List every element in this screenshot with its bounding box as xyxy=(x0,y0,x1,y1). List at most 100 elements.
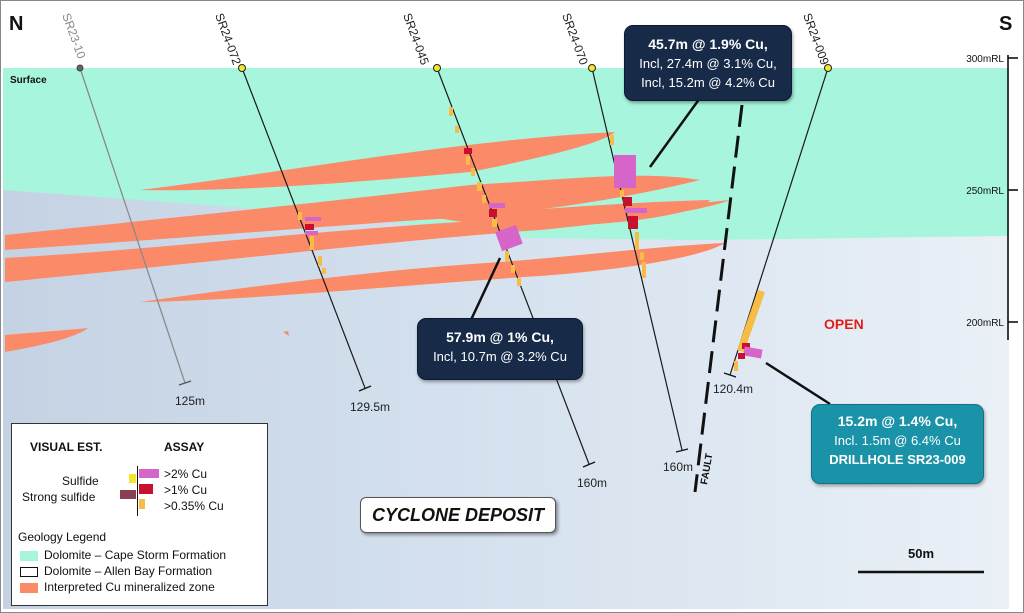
north-label: N xyxy=(9,13,23,35)
legend-visual-header: VISUAL EST. xyxy=(30,440,103,454)
mineralized-zone xyxy=(140,243,725,302)
elevation-label-300: 300mRL xyxy=(966,54,1004,65)
assay-bar-gt035 xyxy=(298,212,302,220)
assay-bar-gt035 xyxy=(737,290,765,352)
intercept-callout-sr24-045: 57.9m @ 1% Cu, Incl, 10.7m @ 3.2% Cu xyxy=(417,318,583,380)
mineralized-zones xyxy=(5,132,730,352)
drillhole-depth: 120.4m xyxy=(713,382,753,396)
assay-bar-gt035 xyxy=(640,252,644,260)
assay-bar-gt2 xyxy=(625,208,647,213)
assay-bar-gt2 xyxy=(489,203,505,208)
assay-bar-gt1 xyxy=(628,216,638,229)
assay-bar-gt035 xyxy=(492,219,497,227)
legend: VISUAL EST. ASSAY Sulfide Strong sulfide… xyxy=(11,423,268,606)
surface-label: Surface xyxy=(10,75,47,86)
assay-bar-gt2 xyxy=(305,231,318,235)
legend-strong-sulfide-swatch xyxy=(120,490,136,499)
assay-bar-gt2 xyxy=(495,224,523,252)
callout-leader xyxy=(468,257,502,323)
drillhole-trace xyxy=(241,67,366,389)
assay-bar-gt1 xyxy=(305,224,314,230)
drillhole-depth: 125m xyxy=(175,394,205,408)
assay-bar-gt2 xyxy=(614,155,636,188)
callout-detail: Incl, 27.4m @ 3.1% Cu, xyxy=(639,56,777,71)
assay-bar-gt035 xyxy=(511,265,515,273)
legend-mineralized-swatch xyxy=(20,583,38,593)
elevation-label-200: 200mRL xyxy=(966,318,1004,329)
elevation-label-250: 250mRL xyxy=(966,186,1004,197)
mineralized-zone xyxy=(5,175,700,250)
mineralized-zone xyxy=(430,200,710,227)
drillhole-end-tick xyxy=(675,448,689,453)
callout-drillhole-name: DRILLHOLE SR23-009 xyxy=(829,452,966,467)
assay-bar-gt035 xyxy=(610,135,614,145)
assay-bar-gt035 xyxy=(455,126,459,133)
legend-strong-sulfide-label: Strong sulfide xyxy=(22,490,96,504)
callout-headline: 57.9m @ 1% Cu, xyxy=(446,329,554,345)
south-label: S xyxy=(999,13,1012,35)
legend-geology-title: Geology Legend xyxy=(18,530,107,544)
intercept-callout-sr24-070: 45.7m @ 1.9% Cu, Incl, 27.4m @ 3.1% Cu, … xyxy=(624,25,792,101)
intercept-callout-sr23-009: 15.2m @ 1.4% Cu, Incl. 1.5m @ 6.4% Cu DR… xyxy=(811,404,984,484)
drillhole-end-tick xyxy=(582,461,596,468)
callout-detail: Incl. 1.5m @ 6.4% Cu xyxy=(834,433,961,448)
assay-bar-gt1 xyxy=(623,197,632,206)
assay-bar-gt035 xyxy=(642,262,646,278)
legend-cape-storm-label: Dolomite – Cape Storm Formation xyxy=(44,548,227,562)
assay-bar-gt035 xyxy=(471,168,475,176)
deposit-name-label: CYCLONE DEPOSIT xyxy=(360,497,556,533)
callout-headline: 45.7m @ 1.9% Cu, xyxy=(648,36,768,52)
callout-detail: Incl, 15.2m @ 4.2% Cu xyxy=(641,75,775,90)
assay-bar-gt1 xyxy=(489,209,497,217)
fault: FAULT xyxy=(693,104,744,493)
legend-assay-gt2-label: >2% Cu xyxy=(164,467,208,481)
assay-bar-gt2 xyxy=(305,217,321,221)
scale-bar-label: 50m xyxy=(908,546,934,561)
fault-label: FAULT xyxy=(699,453,715,486)
collar-marker xyxy=(76,64,84,72)
drillhole-depth: 160m xyxy=(663,460,693,474)
drillhole-trace xyxy=(591,67,683,451)
collar-marker xyxy=(824,64,832,72)
elevation-axis: 300mRL 250mRL 200mRL xyxy=(966,54,1018,340)
assay-bar-gt1 xyxy=(464,148,472,154)
legend-assay-gt1-label: >1% Cu xyxy=(164,483,208,497)
assay-bar-gt035 xyxy=(517,278,521,286)
legend-allen-bay-label: Dolomite – Allen Bay Formation xyxy=(44,564,213,578)
assay-bar-gt035 xyxy=(482,195,486,203)
collar-marker xyxy=(433,64,441,72)
drillhole-depth: 160m xyxy=(577,476,607,490)
assay-bar-gt035 xyxy=(620,190,624,197)
callout-leader xyxy=(648,97,702,168)
legend-assay-gt035-swatch xyxy=(139,499,145,509)
callout-leader xyxy=(765,361,831,406)
drillhole-end-tick xyxy=(358,385,372,392)
legend-assay-header: ASSAY xyxy=(164,440,205,454)
assay-bar-gt035 xyxy=(310,236,314,250)
legend-sulfide-swatch xyxy=(129,474,136,483)
legend-assay-gt035-label: >0.35% Cu xyxy=(164,499,224,513)
collar-marker xyxy=(238,64,246,72)
drillhole-end-tick xyxy=(723,372,737,378)
mineralized-zone xyxy=(5,328,88,352)
legend-assay-gt1-swatch xyxy=(139,484,153,494)
legend-assay-gt2-swatch xyxy=(139,469,159,478)
mineralized-zone xyxy=(283,331,289,336)
assay-bar-gt035 xyxy=(477,182,482,191)
legend-mineralized-label: Interpreted Cu mineralized zone xyxy=(44,580,215,594)
assay-bar-gt2 xyxy=(743,346,763,359)
assay-bar-gt035 xyxy=(466,156,470,165)
drillhole-end-tick xyxy=(178,380,192,386)
drillhole-sr23-10: SR23-10 125m xyxy=(59,11,205,408)
assay-bar-gt1 xyxy=(738,353,745,359)
mineralized-zone xyxy=(140,132,615,191)
open-label: OPEN xyxy=(824,316,864,332)
callout-headline: 15.2m @ 1.4% Cu, xyxy=(837,413,958,429)
collar-marker xyxy=(588,64,596,72)
assay-bar-gt035 xyxy=(322,268,326,274)
legend-sulfide-label: Sulfide xyxy=(62,474,99,488)
scale-bar: 50m xyxy=(858,546,984,574)
legend-divider xyxy=(137,466,138,516)
assay-bar-gt1 xyxy=(742,343,750,349)
callout-detail: Incl, 10.7m @ 3.2% Cu xyxy=(433,349,567,364)
